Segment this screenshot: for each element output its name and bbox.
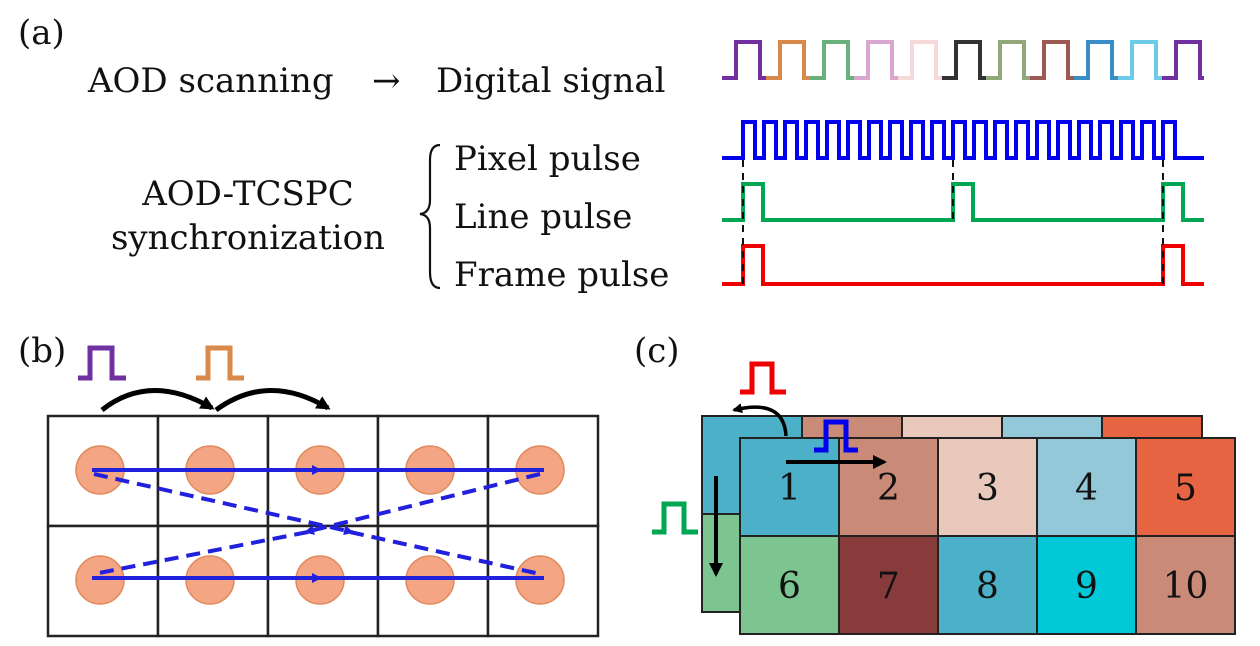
- scan-grid: [46, 414, 600, 638]
- step-arrow-2: [214, 388, 331, 413]
- frame-cell-label-10: 10: [1163, 566, 1209, 607]
- frame-pulse-trace: [722, 244, 1204, 286]
- digital-pulse-11: [1162, 40, 1204, 80]
- digital-pulse-6: [942, 40, 986, 80]
- pixel-pulse-label: Pixel pulse: [454, 139, 641, 179]
- panel-c-tag: (c): [634, 331, 680, 371]
- line-pulse-icon: [652, 501, 698, 535]
- retrace-line-2b: [93, 530, 309, 576]
- scan-pulse-icon-2: [196, 345, 244, 381]
- retrace-line-1b: [349, 530, 541, 576]
- frame-cell-label-7: 7: [877, 566, 900, 607]
- frame-cell-label-8: 8: [976, 566, 999, 607]
- frame-cell-9: [1036, 535, 1137, 635]
- digital-pulse-1: [722, 40, 766, 80]
- sync-dashed-guides: [742, 160, 1164, 284]
- panel-c: (c) 1 2 3 4 5 6 7 8 9 10: [634, 331, 1236, 635]
- digital-pulse-8: [1030, 40, 1074, 80]
- scan-pulse-icon-1: [78, 345, 126, 381]
- digital-pulse-4: [854, 40, 898, 80]
- frame-cell-label-3: 3: [976, 468, 999, 509]
- digital-pulse-9: [1074, 40, 1118, 80]
- panel-a: (a) AOD scanning → Digital signal AOD-TC…: [18, 13, 1204, 295]
- frame-cell-label-2: 2: [877, 468, 900, 509]
- frame-cell-label-5: 5: [1174, 468, 1197, 509]
- digital-pulse-10: [1118, 40, 1162, 80]
- frame-cell-6: [739, 535, 840, 635]
- digital-pulse-5: [898, 40, 942, 80]
- aod-scanning-label: AOD scanning: [87, 61, 334, 101]
- frame-cell-8: [937, 535, 1038, 635]
- digital-signal-trace: [722, 40, 1204, 80]
- pixel-pulse-icon: [814, 419, 858, 453]
- arrow-label: →: [372, 61, 401, 101]
- sync-brace: [419, 143, 441, 290]
- frame-cell-label-4: 4: [1075, 468, 1098, 509]
- frame-pulse-label: Frame pulse: [454, 255, 669, 295]
- digital-signal-label: Digital signal: [436, 61, 666, 101]
- frame-cell-label-6: 6: [778, 566, 801, 607]
- digital-pulse-7: [986, 40, 1030, 80]
- pixel-pulse-trace: [722, 120, 1204, 160]
- panel-b: (b): [18, 331, 600, 638]
- front-frame: 1 2 3 4 5 6 7 8 9 10: [739, 437, 1236, 635]
- frame-return-arrow: [732, 403, 788, 437]
- step-arrow-1: [100, 388, 215, 412]
- retrace-line-2: [304, 472, 541, 535]
- sync-title-line1: AOD-TCSPC: [141, 174, 353, 214]
- scan-cell: [156, 524, 270, 638]
- retrace-line-1: [93, 472, 354, 536]
- digital-pulse-2: [766, 40, 810, 80]
- frame-cell-4: [1036, 437, 1137, 537]
- line-pulse-label: Line pulse: [454, 197, 632, 237]
- sync-title-line2: synchronization: [111, 218, 385, 258]
- frame-cell-10: [1135, 535, 1236, 635]
- frame-pulse-icon: [740, 361, 786, 395]
- frame-cell-label-1: 1: [778, 468, 801, 509]
- frame-cell-label-9: 9: [1075, 566, 1098, 607]
- panel-b-tag: (b): [18, 331, 66, 371]
- digital-pulse-3: [810, 40, 854, 80]
- panel-a-tag: (a): [18, 13, 65, 53]
- line-pulse-trace: [722, 182, 1204, 222]
